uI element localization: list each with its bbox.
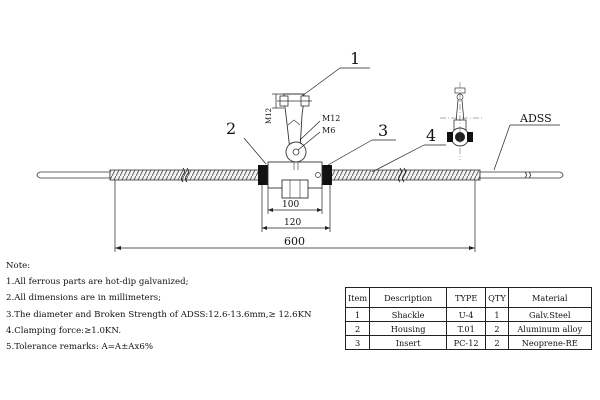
bom-cell: Housing (369, 321, 448, 336)
left-armor-rods (109, 167, 261, 183)
note-item: 5.Tolerance remarks: A=A±Ax6% (6, 341, 153, 352)
bom-cell: Aluminum alloy (507, 321, 592, 336)
note-item: 1.All ferrous parts are hot-dip galvaniz… (6, 277, 189, 288)
right-armor-rods (329, 167, 481, 183)
callout-1: 1 (350, 49, 360, 68)
bom-cell: 2 (344, 321, 371, 336)
note-item: 2.All dimensions are in millimeters; (6, 293, 162, 304)
bom-cell: Galv.Steel (507, 307, 592, 322)
bom-header-qty: QTY (485, 287, 509, 308)
notes-heading: Note: (6, 261, 31, 271)
shackle (277, 93, 312, 170)
callout-2: 2 (226, 119, 236, 138)
bom-header-material: Material (507, 287, 592, 308)
note-item: 4.Clamping force:≥1.0KN. (6, 325, 122, 336)
bill-of-materials: Item Description TYPE QTY Material 1 Sha… (344, 287, 592, 350)
bom-header-type: TYPE (446, 287, 487, 308)
bom-header-description: Description (369, 287, 448, 308)
adss-label: ADSS (519, 112, 552, 125)
left-insert (258, 165, 268, 185)
housing (267, 161, 323, 199)
dim-m12-side: M12 (265, 108, 273, 124)
bom-cell: 1 (344, 307, 371, 322)
callout-3: 3 (378, 121, 388, 140)
bom-cell: PC-12 (446, 335, 487, 350)
bom-cell: 2 (485, 335, 509, 350)
notes: Note: 1.All ferrous parts are hot-dip ga… (6, 258, 312, 355)
left-rod-end (36, 171, 111, 179)
bom-row: 2 Housing T.01 2 Aluminum alloy (344, 321, 592, 336)
note-item: 3.The diameter and Broken Strength of AD… (6, 309, 312, 320)
callout-4: 4 (426, 126, 436, 145)
bom-cell: 2 (485, 321, 509, 336)
bom-row: 1 Shackle U-4 1 Galv.Steel (344, 307, 592, 322)
bom-row: 3 Insert PC-12 2 Neoprene-RE (344, 335, 592, 350)
leader-lines (243, 67, 560, 173)
bom-cell: Neoprene-RE (507, 335, 592, 350)
right-insert (322, 165, 332, 185)
bom-cell: Insert (369, 335, 448, 350)
dimension-arrows (115, 208, 475, 250)
bom-header-row: Item Description TYPE QTY Material (344, 287, 592, 308)
bom-cell: 3 (344, 335, 371, 350)
bom-header-item: Item (344, 287, 371, 308)
bom-cell: U-4 (446, 307, 487, 322)
bom-cell: T.01 (446, 321, 487, 336)
dim-m6: M6 (322, 126, 335, 135)
dim-600: 600 (284, 235, 305, 248)
dimension-lines (114, 93, 476, 252)
bom-cell: 1 (485, 307, 509, 322)
side-view (440, 82, 482, 160)
dim-120: 120 (284, 218, 301, 228)
dim-m12: M12 (322, 114, 340, 123)
right-rod-end (479, 171, 564, 179)
bom-cell: Shackle (369, 307, 448, 322)
dim-100: 100 (282, 200, 299, 210)
